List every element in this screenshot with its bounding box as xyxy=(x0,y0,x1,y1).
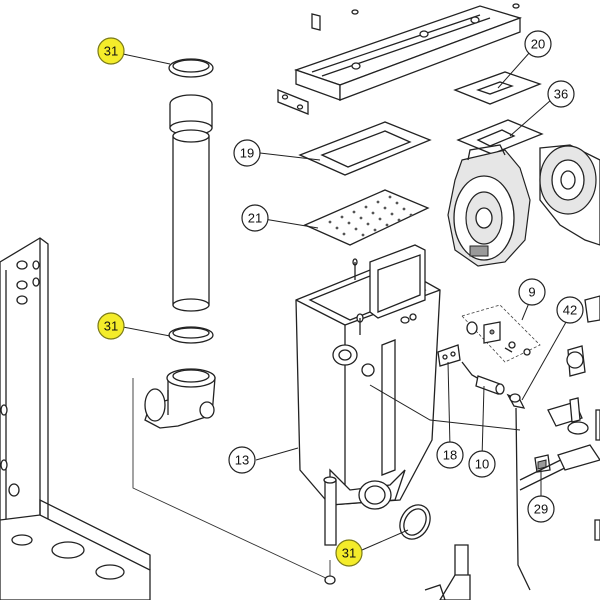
flue-elbow xyxy=(144,368,216,429)
callout-label: 36 xyxy=(554,87,568,102)
fan-housing xyxy=(539,144,600,246)
callout-label: 20 xyxy=(531,37,545,52)
callout-10[interactable]: 10 xyxy=(468,450,496,478)
callout-36[interactable]: 36 xyxy=(547,80,575,108)
flue-pipe xyxy=(168,58,214,344)
callout-label: 42 xyxy=(563,303,577,318)
callout-18[interactable]: 18 xyxy=(436,441,464,469)
callout-label: 18 xyxy=(443,448,457,463)
callout-31-middle[interactable]: 31 xyxy=(97,312,125,340)
gasket-19 xyxy=(298,121,432,176)
callout-9[interactable]: 9 xyxy=(518,278,546,306)
chassis-frame xyxy=(0,237,151,600)
callout-label: 31 xyxy=(104,319,118,334)
callout-label: 29 xyxy=(534,502,548,517)
blower-fan xyxy=(447,144,531,267)
callout-42[interactable]: 42 xyxy=(556,296,584,324)
small-bracket xyxy=(277,89,309,115)
plate-18 xyxy=(437,344,461,367)
parts-kit-9 xyxy=(461,304,541,363)
callout-label: 9 xyxy=(528,285,535,300)
perforated-plate-21 xyxy=(303,189,430,246)
callout-31-bottom[interactable]: 31 xyxy=(335,539,363,567)
callout-label: 13 xyxy=(235,453,249,468)
callout-20[interactable]: 20 xyxy=(524,30,552,58)
connector-29 xyxy=(534,454,551,473)
callout-13[interactable]: 13 xyxy=(228,446,256,474)
sensor-42 xyxy=(506,393,531,591)
callout-19[interactable]: 19 xyxy=(233,139,261,167)
right-fittings xyxy=(547,295,600,441)
callout-label: 19 xyxy=(240,146,254,161)
callout-label: 21 xyxy=(248,211,262,226)
callout-31-top[interactable]: 31 xyxy=(97,37,125,65)
plate-20 xyxy=(453,71,542,105)
gasket-36 xyxy=(456,119,544,155)
callout-label: 31 xyxy=(104,44,118,59)
callout-label: 31 xyxy=(342,546,356,561)
callout-label: 10 xyxy=(475,457,489,472)
lower-pipes xyxy=(424,444,600,600)
bottom-gasket-ring xyxy=(399,504,431,540)
electrode-10 xyxy=(461,361,505,395)
callout-21[interactable]: 21 xyxy=(241,204,269,232)
heat-exchanger-13 xyxy=(295,244,441,585)
callout-29[interactable]: 29 xyxy=(527,495,555,523)
top-rail xyxy=(294,3,523,101)
